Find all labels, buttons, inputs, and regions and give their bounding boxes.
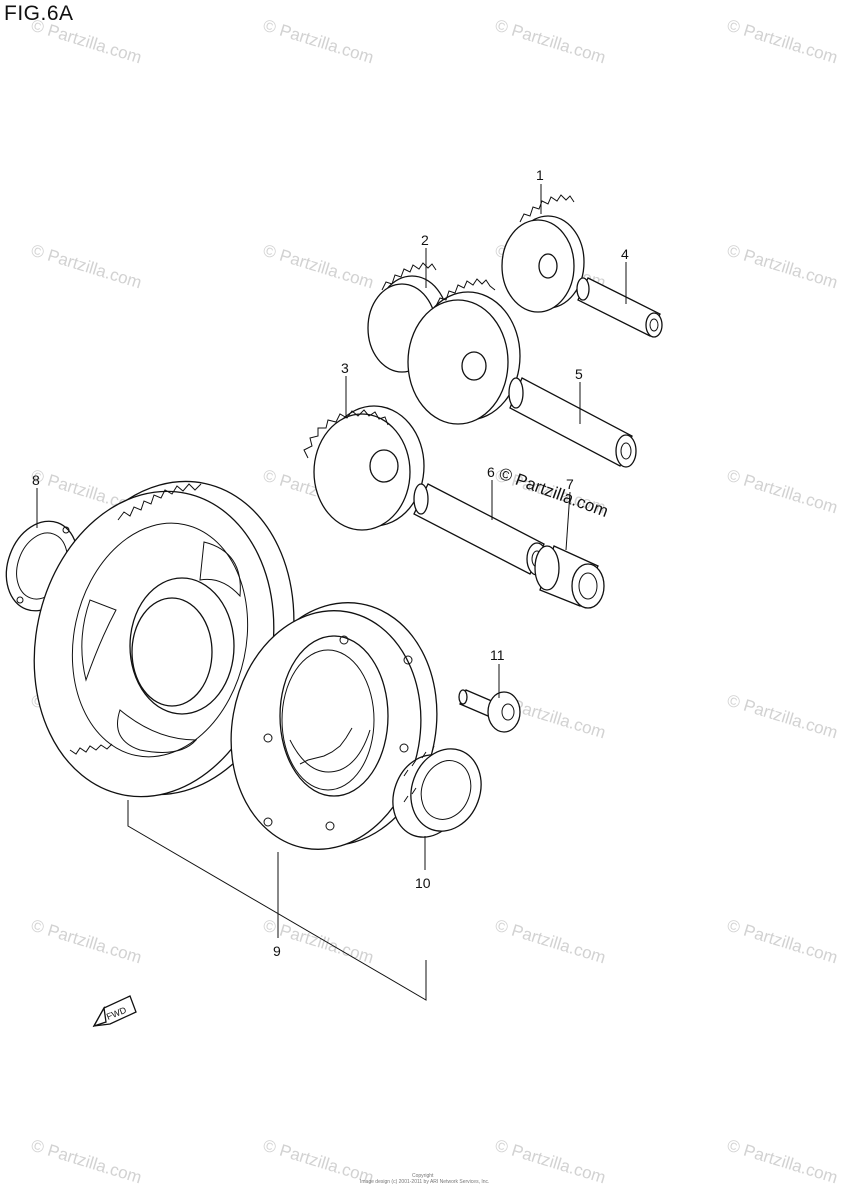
part-1-gear[interactable] [501,194,585,313]
watermark-text: © Partzilla.com [725,16,840,68]
footer-line2: Image design (c) 2001-2011 by ARI Networ… [360,1179,489,1185]
part-10-needle-bearing[interactable] [382,739,493,847]
callout-8: 8 [32,472,40,488]
part-11-bolt[interactable] [458,689,521,733]
watermark-text: © Partzilla.com [29,916,144,968]
watermark-text: © Partzilla.com [725,241,840,293]
part-9-starter-gear[interactable] [7,459,323,820]
callout-9: 9 [273,943,281,959]
callout-1: 1 [536,167,544,183]
part-7-bushing[interactable] [534,545,605,609]
watermark-text: © Partzilla.com [261,16,376,68]
watermark-text: © Partzilla.com [29,241,144,293]
part-3-gear[interactable] [303,405,425,531]
watermark-center: © Partzilla.com [497,464,611,521]
footer-copyright: Copyright [412,1173,434,1179]
part-9-clutch-housing[interactable] [213,587,456,864]
figure-title: FIG.6A [4,2,74,25]
callout-6: 6 [487,464,495,480]
part-5-shaft[interactable] [508,377,637,468]
callout-3: 3 [341,360,349,376]
part-2-double-gear[interactable] [367,262,521,425]
watermark-text: © Partzilla.com [725,691,840,743]
watermark-text: © Partzilla.com [725,916,840,968]
watermark-text: © Partzilla.com [725,466,840,518]
part-4-pin[interactable] [576,277,663,338]
watermark-text: © Partzilla.com [493,1136,608,1188]
fwd-arrow-icon: FWD [92,995,137,1028]
callout-10: 10 [415,875,431,891]
watermark-text: © Partzilla.com [29,16,144,68]
watermark-text: © Partzilla.com [29,1136,144,1188]
leader-lines [36,184,627,1001]
watermark-text: © Partzilla.com [261,241,376,293]
callout-labels: 1 2 3 4 5 6 7 8 9 10 11 [32,167,629,959]
watermark-text: © Partzilla.com [493,916,608,968]
callout-2: 2 [421,232,429,248]
part-6-shaft[interactable] [413,483,548,576]
callout-5: 5 [575,366,583,382]
callout-11: 11 [490,647,505,663]
watermark-text: © Partzilla.com [261,1136,376,1188]
watermark-text: © Partzilla.com [725,1136,840,1188]
callout-4: 4 [621,246,629,262]
callout-7: 7 [566,476,574,492]
watermark-text: © Partzilla.com [493,16,608,68]
